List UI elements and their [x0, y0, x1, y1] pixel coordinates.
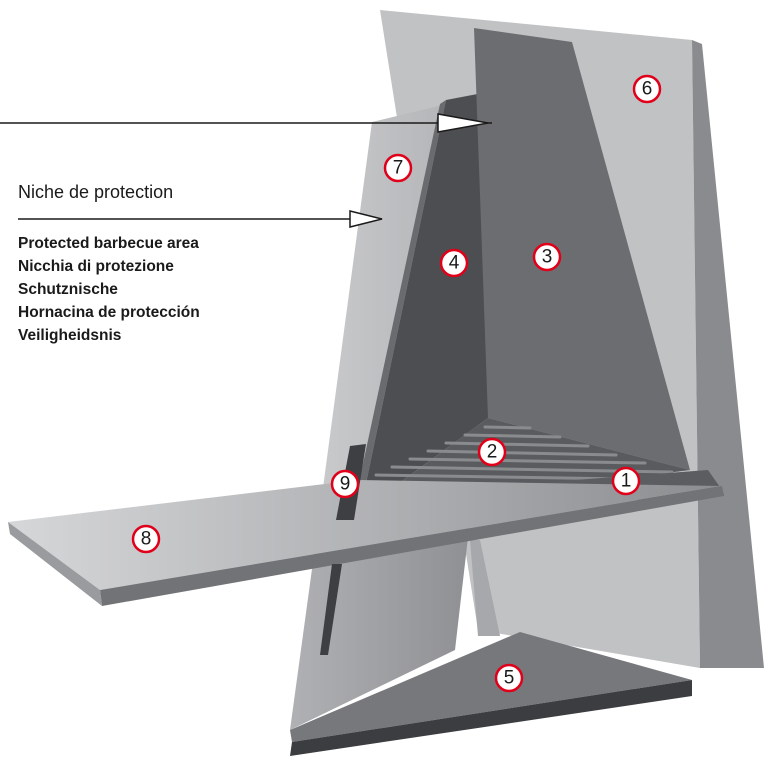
- translation-german: Schutznische: [18, 281, 118, 298]
- marker-5: 5: [494, 663, 524, 693]
- shelf-front-edge: [100, 486, 724, 606]
- inner-side-wall-edge: [352, 100, 446, 515]
- top-arrow-head: [437, 113, 489, 133]
- marker-2-label: 2: [487, 442, 498, 463]
- marker-7: 7: [383, 153, 413, 183]
- translation-spanish: Hornacina de protección: [18, 304, 200, 321]
- marker-2: 2: [477, 437, 507, 467]
- marker-6: 6: [632, 74, 662, 104]
- translation-italian: Nicchia di protezione: [18, 258, 174, 275]
- marker-9: 9: [330, 469, 360, 499]
- marker-4-label: 4: [449, 253, 460, 274]
- marker-8: 8: [131, 524, 161, 554]
- marker-9-label: 9: [340, 474, 351, 495]
- marker-3: 3: [532, 242, 562, 272]
- marker-6-label: 6: [642, 79, 653, 100]
- marker-7-label: 7: [393, 158, 404, 179]
- shelf-top: [8, 480, 722, 590]
- bottom-arrow-head: [349, 210, 383, 228]
- shelf-side-edge: [8, 522, 102, 606]
- callout-title: Niche de protection: [18, 182, 174, 202]
- base-tray: [290, 632, 692, 742]
- poker-shaft: [320, 564, 342, 655]
- translation-list: Protected barbecue area Nicchia di prote…: [18, 232, 200, 347]
- inner-side-wall: [360, 92, 488, 512]
- marker-1: 1: [611, 466, 641, 496]
- translation-dutch: Veiligheidsnis: [18, 327, 122, 344]
- marker-1-label: 1: [621, 471, 632, 492]
- marker-4: 4: [439, 248, 469, 278]
- back-wall: [474, 28, 690, 470]
- translation-english: Protected barbecue area: [18, 235, 199, 252]
- marker-3-label: 3: [542, 247, 553, 268]
- marker-8-label: 8: [141, 529, 152, 550]
- marker-5-label: 5: [504, 668, 515, 689]
- base-tray-edge: [290, 680, 692, 756]
- support-leg-back: [470, 540, 500, 636]
- back-panel-edge: [692, 40, 764, 668]
